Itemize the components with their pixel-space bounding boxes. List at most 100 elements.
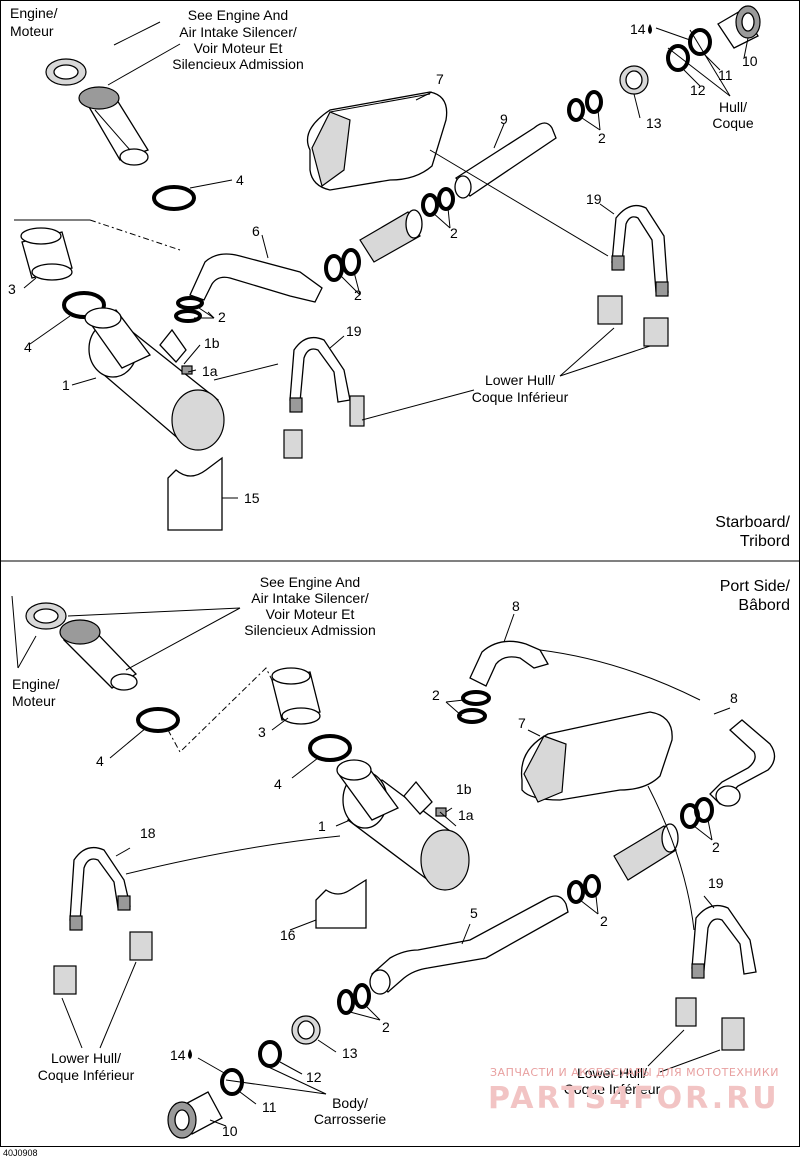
- figure-code: 40J0908: [3, 1148, 38, 1158]
- part-number-bottom-13: 13: [342, 1045, 358, 1061]
- bracket-left-b-bottom: [129, 931, 153, 961]
- outlet-10-bottom: [167, 1091, 223, 1139]
- clamp-4-top: [152, 185, 196, 211]
- part-number-top-19-b: 19: [346, 323, 362, 339]
- part-number-top-1: 1: [62, 377, 70, 393]
- part-number-bottom-2-a: 2: [432, 687, 440, 703]
- part-number-top-3: 3: [8, 281, 16, 297]
- hose-5: [371, 895, 569, 993]
- part-number-bottom-2-d: 2: [382, 1019, 390, 1035]
- strap-18: [69, 846, 131, 923]
- muffler-1-top: [84, 307, 225, 451]
- clamp-2-d-bottom: [694, 797, 714, 823]
- muffler-1-bottom: [336, 759, 470, 891]
- part-number-bottom-12: 12: [306, 1069, 322, 1085]
- part-number-top-19-a: 19: [586, 191, 602, 207]
- part-number-top-6: 6: [252, 223, 260, 239]
- callout-lower-hull-top-1: Lower Hull/: [485, 372, 555, 388]
- curve-18-to-1: [125, 835, 341, 875]
- part-number-top-15: 15: [244, 490, 260, 506]
- bracket-right-b-top: [643, 317, 669, 347]
- clamp-4-a-bottom: [136, 707, 180, 733]
- bottom-leader-lines: [11, 595, 731, 1127]
- part-number-top-10: 10: [742, 53, 758, 69]
- part-number-bottom-1: 1: [318, 818, 326, 834]
- dashed-link-bottom: [167, 667, 273, 753]
- side-label-port-2: Bâbord: [738, 597, 790, 614]
- part-number-top-2-a: 2: [598, 130, 606, 146]
- side-label-port-1: Port Side/: [720, 578, 791, 595]
- part-number-top-7: 7: [436, 71, 444, 87]
- clamp-2-f-top: [437, 187, 455, 211]
- part-number-bottom-14: 14: [170, 1047, 186, 1063]
- bracket-right-b-bottom: [721, 1017, 745, 1051]
- part-number-bottom-4-a: 4: [96, 753, 104, 769]
- clamp-2-d-top: [341, 248, 361, 276]
- silencer-7-bottom: [520, 711, 673, 803]
- bottom-panel: See Engine And Air Intake Silencer/ Voir…: [11, 574, 791, 1139]
- callout-see-engine-bottom-1: See Engine And: [260, 574, 360, 590]
- bracket-left-a-bottom: [53, 965, 77, 995]
- curve-19-to-7: [647, 785, 695, 931]
- part-number-top-1a: 1a: [202, 363, 218, 379]
- part-number-top-14: 14: [630, 21, 646, 37]
- watermark-line2: PARTS4FOR.RU: [488, 1081, 780, 1116]
- callout-lower-hull-bottom-right-2: Coque Inférieur: [564, 1081, 661, 1097]
- watermark: ЗАПЧАСТИ И АКСЕССУАРЫ ДЛЯ МОТОТЕХНИКИ PA…: [488, 1066, 780, 1116]
- callout-body-2: Carrosserie: [314, 1111, 387, 1127]
- part-number-top-11: 11: [718, 67, 733, 83]
- callout-hull-top-2: Coque: [712, 115, 753, 131]
- perforated-tube-top: [359, 209, 423, 263]
- callout-engine-bottom-2: Moteur: [12, 693, 56, 709]
- outlet-fitting-13-bottom: [291, 1015, 321, 1045]
- part-number-bottom-2-c: 2: [600, 913, 608, 929]
- clamp-4-lower-top: [62, 291, 106, 319]
- sleeve-3-bottom: [271, 667, 321, 725]
- callout-see-engine-bottom-3: Voir Moteur Et: [266, 606, 355, 622]
- callout-engine-top-1: Engine/: [10, 5, 58, 21]
- side-label-starboard-1: Starboard/: [715, 514, 790, 531]
- top-panel: Engine/ Moteur See Engine And Air Intake…: [8, 5, 791, 550]
- part-number-bottom-3: 3: [258, 724, 266, 740]
- clamp-2-e-top: [421, 193, 439, 217]
- gasket-11-top: [688, 28, 712, 56]
- part-number-bottom-10: 10: [222, 1123, 238, 1139]
- clamp-2-f-bottom: [583, 874, 601, 898]
- clamp-2-b-top: [174, 309, 202, 323]
- callout-lower-hull-top-2: Coque Inférieur: [472, 389, 569, 405]
- part-number-top-4-b: 4: [24, 339, 32, 355]
- part-number-bottom-16: 16: [280, 927, 296, 943]
- curve-8: [539, 649, 701, 701]
- part-number-bottom-5: 5: [470, 905, 478, 921]
- outlet-10-top: [717, 5, 761, 49]
- clamp-2-a-top: [176, 296, 204, 310]
- top-leader-lines: [14, 21, 749, 499]
- bracket-left-a-top: [283, 429, 303, 459]
- clamp-2-b-bottom: [457, 708, 487, 724]
- support-16: [315, 878, 367, 929]
- callout-engine-top-2: Moteur: [10, 23, 54, 39]
- engine-outlet-assembly-top: [45, 58, 149, 166]
- outlet-fitting-13-top: [619, 65, 649, 95]
- gasket-12-top: [666, 44, 690, 72]
- perforated-tube-bottom: [613, 823, 679, 881]
- clamp-2-e-bottom: [567, 880, 585, 904]
- part-number-top-2-d: 2: [218, 309, 226, 325]
- strap-19-left-top: [289, 336, 351, 403]
- drop-icon-top: [648, 24, 652, 34]
- clamp-2-a-bottom: [461, 690, 491, 706]
- callout-hull-top-1: Hull/: [719, 99, 747, 115]
- callout-see-engine-bottom-2: Air Intake Silencer/: [251, 590, 369, 606]
- clamp-2-h-top: [585, 90, 603, 114]
- sleeve-3-top: [20, 227, 73, 281]
- part-number-top-2-b: 2: [450, 225, 458, 241]
- part-number-bottom-4-b: 4: [274, 776, 282, 792]
- clamp-4-b-bottom: [308, 734, 352, 762]
- clamp-2-h-bottom: [353, 983, 371, 1009]
- clamp-2-g-bottom: [337, 989, 355, 1015]
- hose-8-upper: [469, 640, 549, 687]
- callout-see-engine-top-1: See Engine And: [188, 7, 288, 23]
- side-label-starboard-2: Tribord: [740, 533, 790, 550]
- part-number-top-2-c: 2: [354, 287, 362, 303]
